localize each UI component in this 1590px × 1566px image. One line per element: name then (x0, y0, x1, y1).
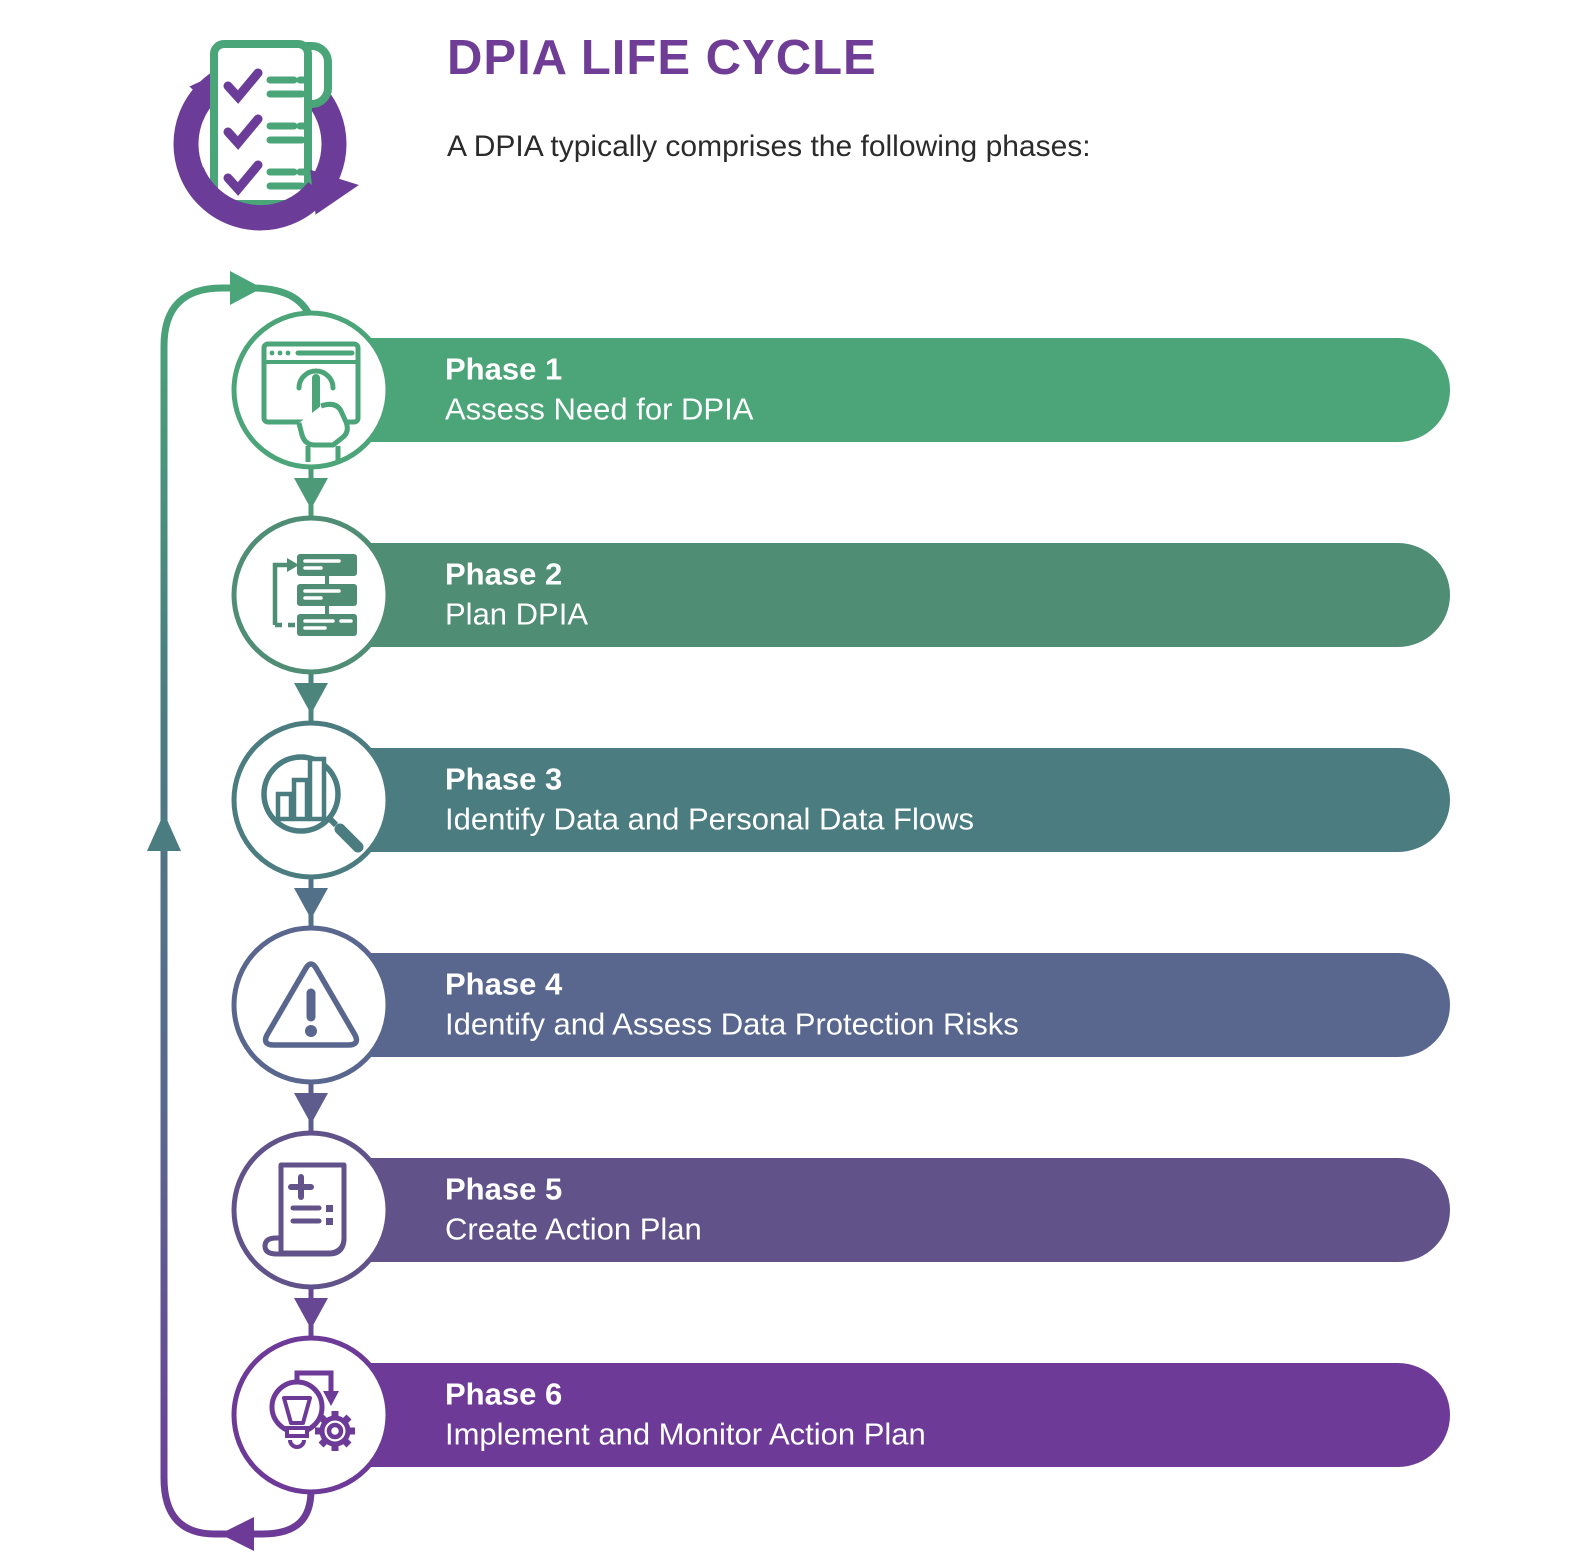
phase-4-title: Identify and Assess Data Protection Risk… (445, 1007, 1019, 1042)
phase-6-label: Phase 6 (445, 1376, 563, 1412)
page-title: DPIA LIFE CYCLE (447, 31, 877, 85)
phase-4-label: Phase 4 (445, 966, 563, 1002)
phase-1-title: Assess Need for DPIA (445, 392, 754, 427)
phase-row-1: Phase 1 Assess Need for DPIA (310, 338, 1450, 442)
phase-row-6: Phase 6 Implement and Monitor Action Pla… (310, 1363, 1450, 1467)
phase-3-title: Identify Data and Personal Data Flows (445, 802, 974, 837)
checklist-lines (266, 76, 312, 190)
phase-row-4: Phase 4 Identify and Assess Data Protect… (310, 953, 1450, 1057)
cycle-rail (160, 284, 318, 1538)
phase-2-title: Plan DPIA (445, 597, 589, 632)
cycle-arrowhead-bottom (310, 169, 359, 215)
rail-arrow-top-icon (230, 271, 262, 305)
phase-5-label: Phase 5 (445, 1171, 563, 1207)
phase-2-bar (310, 543, 1450, 647)
page-subtitle: A DPIA typically comprises the following… (447, 130, 1091, 163)
phase-3-bar (310, 748, 1450, 852)
phase-row-5: Phase 5 Create Action Plan (310, 1158, 1450, 1262)
rail-arrow-up-icon (147, 813, 181, 851)
phase-1-bar (310, 338, 1450, 442)
checkmarks (223, 68, 263, 196)
checklist-paper (210, 40, 332, 208)
phase-4-bar (310, 953, 1450, 1057)
phase-1-label: Phase 1 (445, 351, 563, 387)
phase-5-title: Create Action Plan (445, 1212, 702, 1247)
phase-2-label: Phase 2 (445, 556, 563, 592)
phase-6-title: Implement and Monitor Action Plan (445, 1417, 926, 1452)
phase-5-bar (310, 1158, 1450, 1262)
phase-row-2: Phase 2 Plan DPIA (310, 543, 1450, 647)
phase-6-bar (310, 1363, 1450, 1467)
rail-arrow-bottom-icon (220, 1517, 254, 1551)
phase-3-label: Phase 3 (445, 761, 563, 797)
phase-row-3: Phase 3 Identify Data and Personal Data … (310, 748, 1450, 852)
cycle-checklist-icon (173, 40, 359, 231)
